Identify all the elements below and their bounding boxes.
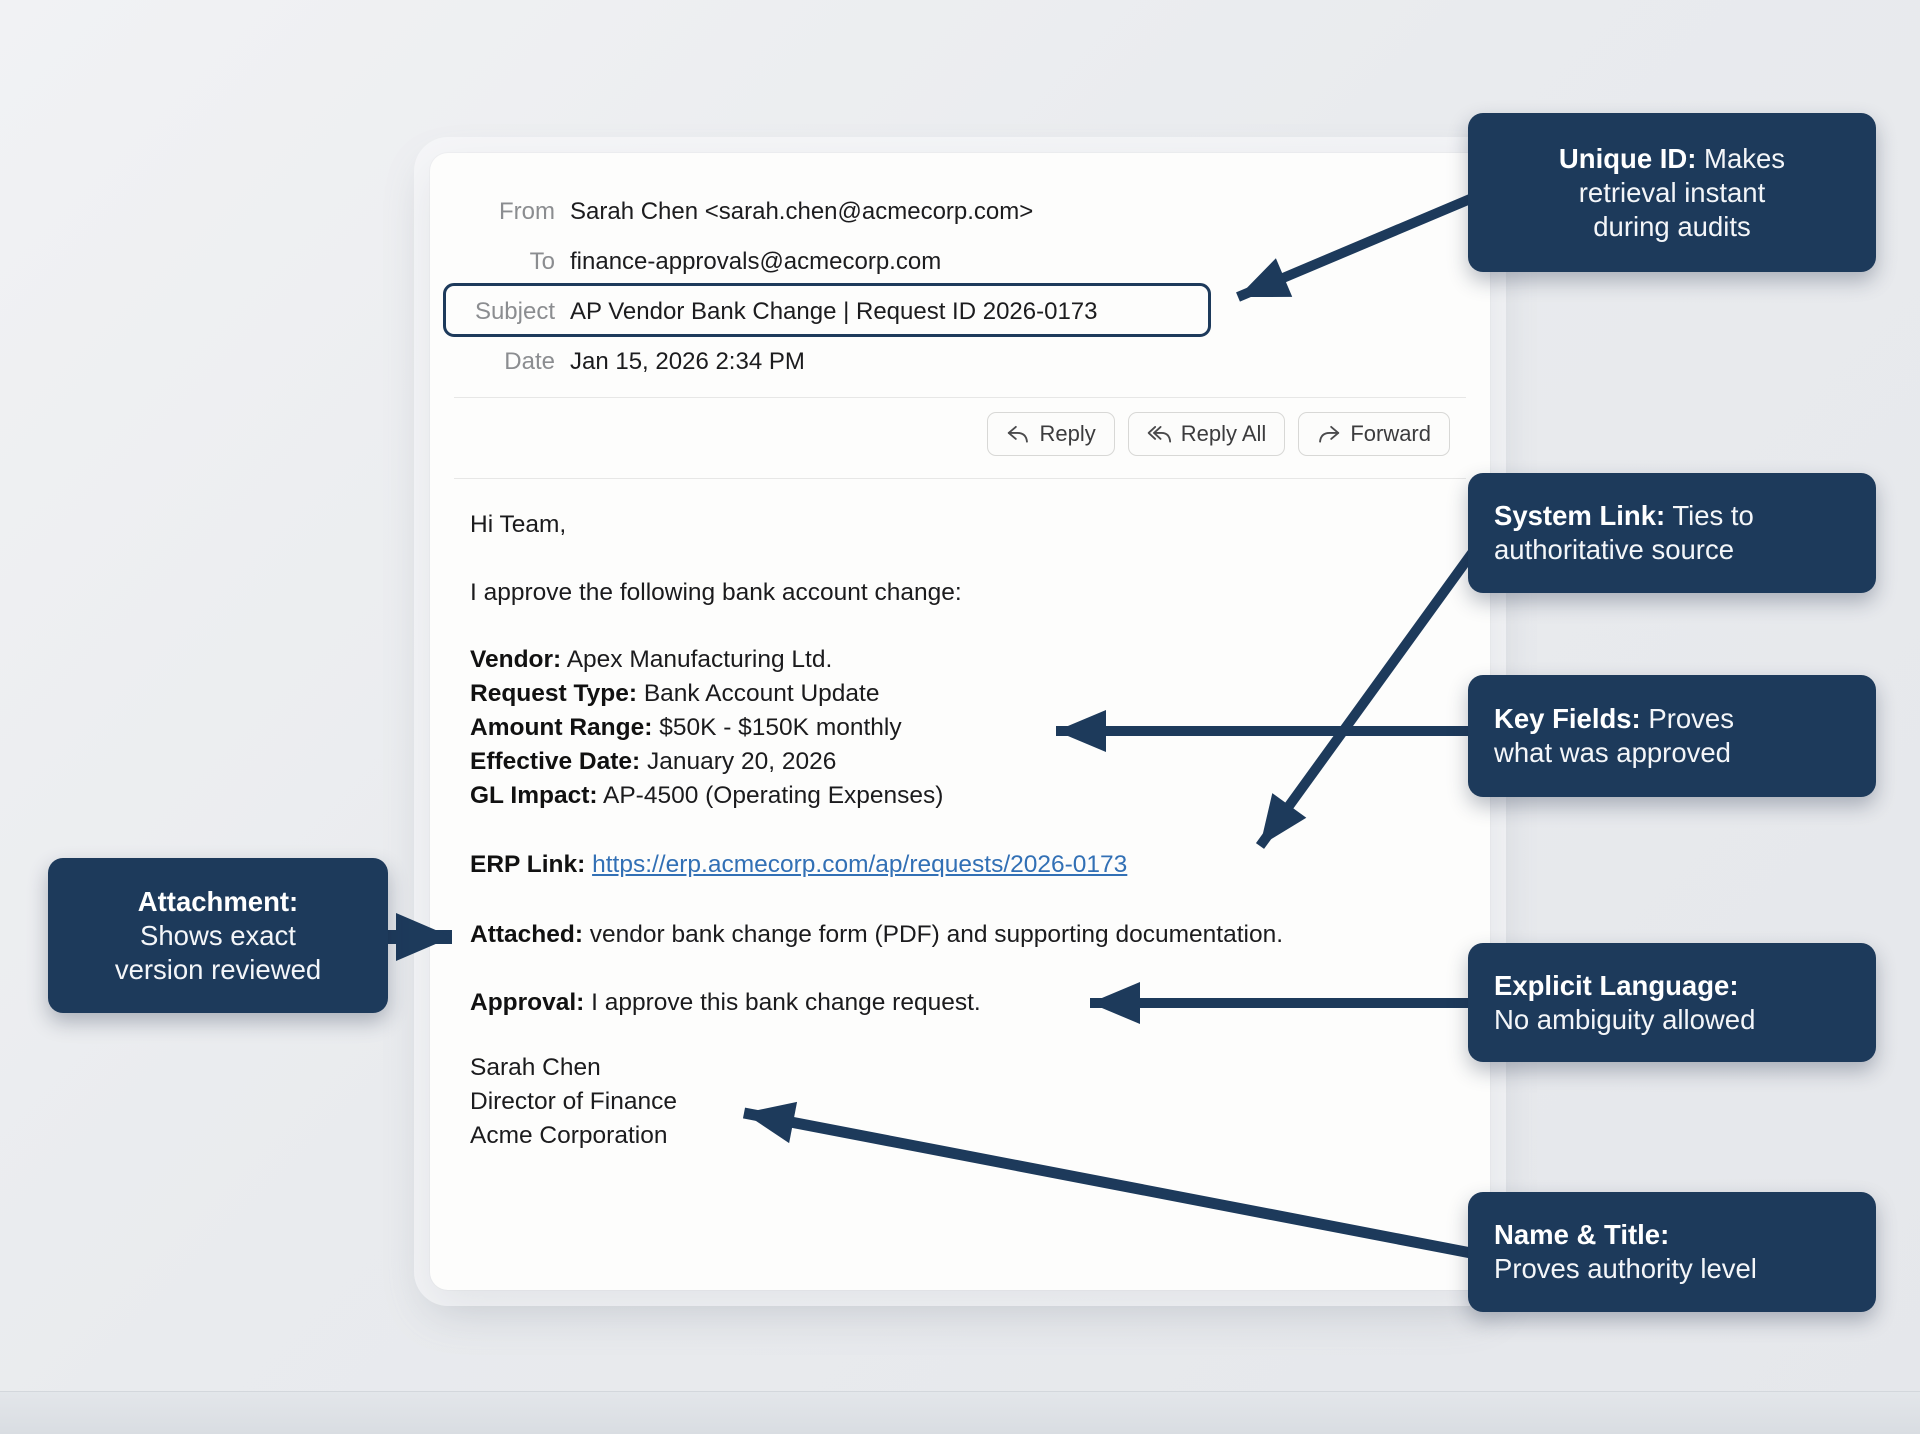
from-label: From <box>499 198 555 225</box>
subject-row: Subject AP Vendor Bank Change | Request … <box>430 287 1490 337</box>
field-vendor: Vendor: Apex Manufacturing Ltd. <box>470 646 833 673</box>
to-row: To finance-approvals@acmecorp.com <box>430 237 1490 287</box>
date-row: Date Jan 15, 2026 2:34 PM <box>430 337 1490 387</box>
subject-label: Subject <box>474 298 555 325</box>
reply-all-button-label: Reply All <box>1180 421 1267 446</box>
erp-link[interactable]: https://erp.acmecorp.com/ap/requests/202… <box>592 851 1128 878</box>
header-divider <box>454 397 1466 398</box>
to-label: To <box>529 248 555 275</box>
callout-explicit-language: Explicit Language: No ambiguity allowed <box>1468 943 1876 1062</box>
from-value: Sarah Chen <sarah.chen@acmecorp.com> <box>570 198 1034 225</box>
date-label: Date <box>504 348 555 375</box>
erp-link-line: ERP Link: https://erp.acmecorp.com/ap/re… <box>470 851 1128 878</box>
email-window: From Sarah Chen <sarah.chen@acmecorp.com… <box>430 153 1490 1290</box>
forward-icon <box>1317 423 1341 445</box>
callout-system-link: System Link: Ties to authoritative sourc… <box>1468 473 1876 593</box>
reply-all-icon <box>1147 423 1172 445</box>
signature-company: Acme Corporation <box>470 1122 668 1149</box>
greeting: Hi Team, <box>470 511 567 538</box>
key-fields-block: Vendor: Apex Manufacturing Ltd. Request … <box>470 643 1450 813</box>
email-toolbar: Reply Reply All Forward <box>987 412 1450 456</box>
field-gl-impact: GL Impact: AP-4500 (Operating Expenses) <box>470 782 944 809</box>
signature-title: Director of Finance <box>470 1088 677 1115</box>
callout-attachment: Attachment: Shows exact version reviewed <box>48 858 388 1013</box>
reply-icon <box>1006 423 1030 445</box>
to-value: finance-approvals@acmecorp.com <box>570 248 942 275</box>
toolbar-divider <box>454 478 1466 479</box>
callout-key-fields: Key Fields: Proves what was approved <box>1468 675 1876 797</box>
email-body: Hi Team, I approve the following bank ac… <box>470 508 1450 1153</box>
callout-unique-id: Unique ID: Makes retrieval instant durin… <box>1468 113 1876 272</box>
field-request-type: Request Type: Bank Account Update <box>470 680 880 707</box>
subject-value: AP Vendor Bank Change | Request ID 2026-… <box>570 298 1098 325</box>
date-value: Jan 15, 2026 2:34 PM <box>570 348 805 375</box>
forward-button-label: Forward <box>1350 421 1431 446</box>
reply-button-label: Reply <box>1039 421 1096 446</box>
intro-line: I approve the following bank account cha… <box>470 579 962 606</box>
reply-button[interactable]: Reply <box>987 412 1115 456</box>
callout-name-title: Name & Title: Proves authority level <box>1468 1192 1876 1312</box>
forward-button[interactable]: Forward <box>1298 412 1450 456</box>
from-row: From Sarah Chen <sarah.chen@acmecorp.com… <box>430 187 1490 237</box>
field-amount-range: Amount Range: $50K - $150K monthly <box>470 714 902 741</box>
email-header: From Sarah Chen <sarah.chen@acmecorp.com… <box>430 187 1490 387</box>
field-effective-date: Effective Date: January 20, 2026 <box>470 748 837 775</box>
reply-all-button[interactable]: Reply All <box>1127 412 1286 456</box>
approval-line: Approval: I approve this bank change req… <box>470 989 981 1016</box>
signature-name: Sarah Chen <box>470 1054 601 1081</box>
attached-line: Attached: vendor bank change form (PDF) … <box>470 921 1283 948</box>
background-footer-band <box>0 1391 1920 1434</box>
